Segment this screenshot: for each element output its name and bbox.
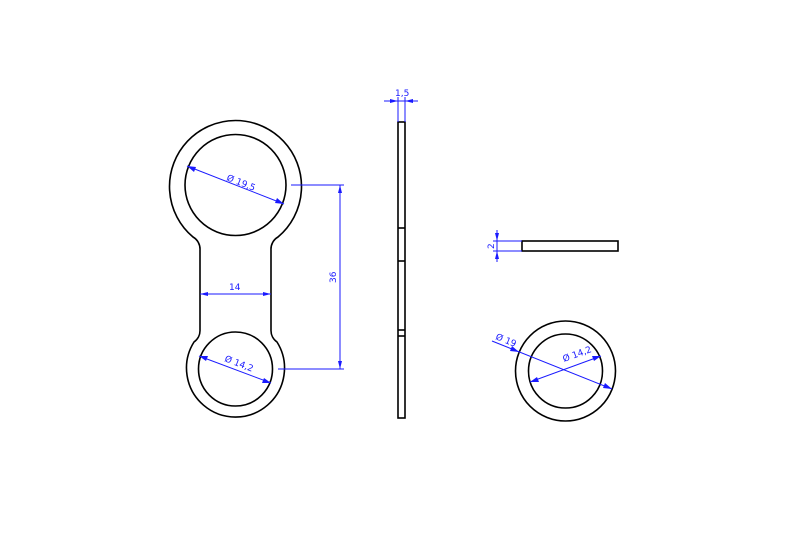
- dim-large-hole-label: Ø 19,5: [225, 173, 257, 194]
- washer-side-view: [521, 240, 619, 252]
- dim-washer-inner-label: Ø 14,2: [561, 344, 593, 365]
- dim-neck-width: 14: [200, 283, 271, 296]
- bracket-edge: [397, 121, 406, 419]
- dim-center-distance-label: 36: [329, 271, 339, 283]
- washer-edge: [521, 240, 619, 252]
- dim-large-hole: Ø 19,5: [186, 165, 285, 205]
- dim-washer-thickness: 2: [487, 230, 522, 262]
- dim-washer-thickness-label: 2: [487, 243, 497, 249]
- dim-neck-width-label: 14: [229, 283, 241, 293]
- washer-outer-circle: [514, 320, 617, 422]
- washer-inner-circle: [527, 333, 604, 409]
- dim-small-hole: Ø 14,2: [198, 354, 272, 384]
- large-hole: [184, 133, 287, 237]
- bracket-front-view: [168, 119, 303, 418]
- dim-bracket-thickness-label: 1,5: [395, 89, 409, 99]
- washer-top-view: [514, 320, 617, 422]
- bracket-outline: [168, 119, 303, 418]
- small-hole: [197, 331, 274, 407]
- dim-center-distance: 36: [278, 184, 344, 370]
- dim-washer-inner: Ø 14,2: [529, 344, 602, 383]
- bracket-side-view: [397, 121, 406, 419]
- dim-bracket-thickness: 1,5: [384, 89, 418, 122]
